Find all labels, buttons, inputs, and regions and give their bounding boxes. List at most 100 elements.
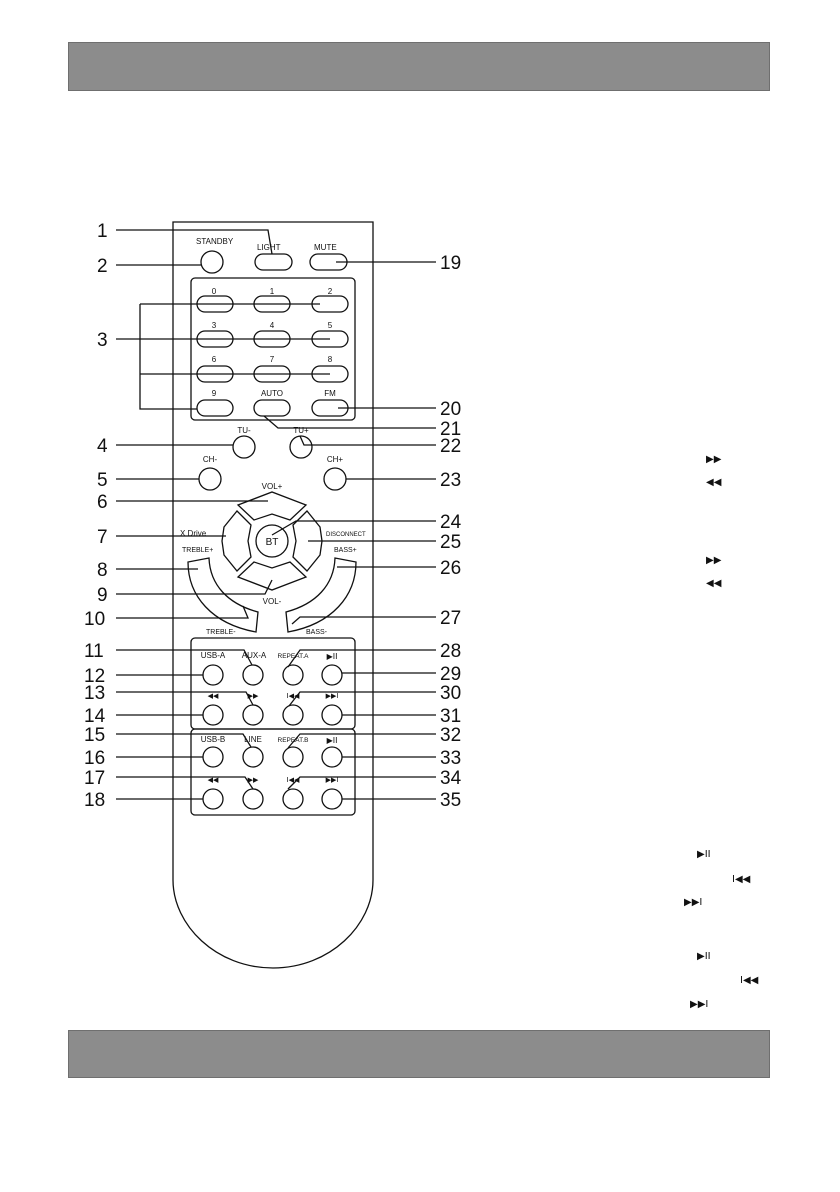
- callout-18: 18: [84, 790, 105, 811]
- repeat-b-button[interactable]: [282, 746, 304, 768]
- vol-plus-button[interactable]: [236, 491, 308, 521]
- disconnect-button[interactable]: [292, 510, 323, 572]
- digit-4-label: 4: [270, 321, 275, 330]
- x-drive-label: X Drive: [180, 529, 207, 538]
- previous-icon: I◀◀: [740, 975, 759, 986]
- callout-24: 24: [440, 512, 462, 533]
- digit-5-label: 5: [328, 321, 333, 330]
- callout-6: 6: [97, 492, 108, 513]
- next-a-button[interactable]: [321, 704, 343, 726]
- digit-2-label: 2: [328, 287, 333, 296]
- callout-14: 14: [84, 706, 106, 727]
- line-label: LINE: [244, 735, 262, 744]
- bass-arc-button[interactable]: [285, 557, 357, 633]
- callout-23: 23: [440, 470, 461, 491]
- callout-28: 28: [440, 641, 461, 662]
- tu-minus-label: TU-: [237, 426, 251, 435]
- prev-b-label: I◀◀: [287, 776, 300, 784]
- next-a-label: ▶▶I: [326, 692, 339, 700]
- previous-icon: I◀◀: [732, 874, 751, 885]
- number-pad-frame: [190, 277, 356, 421]
- next-icon: ▶▶I: [684, 897, 702, 908]
- digit-3-label: 3: [212, 321, 217, 330]
- bt-button[interactable]: [255, 524, 289, 558]
- next-b-button[interactable]: [321, 788, 343, 810]
- tu-plus-button[interactable]: [289, 435, 313, 459]
- aux-a-button[interactable]: [242, 664, 264, 686]
- footer-band: [68, 1030, 770, 1078]
- auto-button[interactable]: [253, 399, 291, 417]
- digit-9-button[interactable]: [196, 399, 234, 417]
- prev-a-button[interactable]: [282, 704, 304, 726]
- callout-3: 3: [97, 330, 108, 351]
- digit-1-label: 1: [270, 287, 275, 296]
- aux-a-label: AUX-A: [242, 651, 267, 660]
- play-pause-a-button[interactable]: [321, 664, 343, 686]
- callout-10: 10: [84, 609, 105, 630]
- digit-0-label: 0: [212, 287, 217, 296]
- disconnect-label: DISCONNECT: [326, 532, 366, 538]
- play-pause-a-label: ▶II: [327, 652, 338, 661]
- usb-a-button[interactable]: [202, 664, 224, 686]
- side-symbols: ▶▶ ◀◀ ▶▶ ◀◀ ▶II I◀◀ ▶▶I ▶II I◀◀ ▶▶I: [684, 454, 759, 1010]
- callout-32: 32: [440, 725, 461, 746]
- standby-button[interactable]: [200, 250, 224, 274]
- bt-label: BT: [266, 537, 279, 548]
- standby-label: STANDBY: [196, 237, 234, 246]
- ch-plus-label: CH+: [327, 455, 344, 464]
- leader-lines: [116, 229, 436, 800]
- fast-forward-icon: ▶▶: [706, 555, 722, 566]
- ch-minus-button[interactable]: [198, 467, 222, 491]
- tu-minus-button[interactable]: [232, 435, 256, 459]
- callout-35: 35: [440, 790, 461, 811]
- callout-19: 19: [440, 253, 461, 274]
- ch-minus-label: CH-: [203, 455, 218, 464]
- rewind-b-button[interactable]: [202, 788, 224, 810]
- repeat-a-button[interactable]: [282, 664, 304, 686]
- bass-plus-label: BASS+: [334, 547, 357, 554]
- digit-8-label: 8: [328, 355, 333, 364]
- treble-minus-label: TREBLE-: [206, 629, 236, 636]
- callout-16: 16: [84, 748, 105, 769]
- play-pause-b-button[interactable]: [321, 746, 343, 768]
- digit-9-label: 9: [212, 389, 217, 398]
- mute-label: MUTE: [314, 243, 337, 252]
- header-band: [68, 42, 770, 91]
- next-icon: ▶▶I: [690, 999, 708, 1010]
- rewind-a-label: ◀◀: [208, 692, 219, 700]
- rewind-icon: ◀◀: [706, 477, 722, 488]
- callout-15: 15: [84, 725, 105, 746]
- fast-forward-a-button[interactable]: [242, 704, 264, 726]
- callout-5: 5: [97, 470, 108, 491]
- x-drive-button[interactable]: [221, 510, 252, 572]
- fast-forward-b-button[interactable]: [242, 788, 264, 810]
- usb-a-label: USB-A: [201, 651, 226, 660]
- usb-b-button[interactable]: [202, 746, 224, 768]
- treble-arc-button[interactable]: [187, 557, 259, 633]
- callout-20: 20: [440, 399, 461, 420]
- line-button[interactable]: [242, 746, 264, 768]
- remote-body-outline: [172, 221, 374, 969]
- rewind-a-button[interactable]: [202, 704, 224, 726]
- vol-minus-label: VOL-: [263, 597, 282, 606]
- callout-25: 25: [440, 532, 461, 553]
- callout-2: 2: [97, 256, 108, 277]
- fast-forward-a-label: ▶▶: [248, 692, 259, 700]
- callout-1: 1: [97, 221, 108, 242]
- callout-26: 26: [440, 558, 461, 579]
- callout-27: 27: [440, 608, 461, 629]
- ch-plus-button[interactable]: [323, 467, 347, 491]
- fast-forward-icon: ▶▶: [706, 454, 722, 465]
- prev-b-button[interactable]: [282, 788, 304, 810]
- repeat-b-label: REPEAT.B: [278, 737, 309, 744]
- light-button[interactable]: [254, 253, 293, 271]
- callout-7: 7: [97, 527, 108, 548]
- callout-34: 34: [440, 768, 462, 789]
- callout-13: 13: [84, 683, 105, 704]
- callout-29: 29: [440, 664, 461, 685]
- callout-30: 30: [440, 683, 461, 704]
- repeat-a-label: REPEAT.A: [278, 653, 310, 660]
- callout-9: 9: [97, 585, 108, 606]
- vol-minus-button[interactable]: [236, 561, 308, 591]
